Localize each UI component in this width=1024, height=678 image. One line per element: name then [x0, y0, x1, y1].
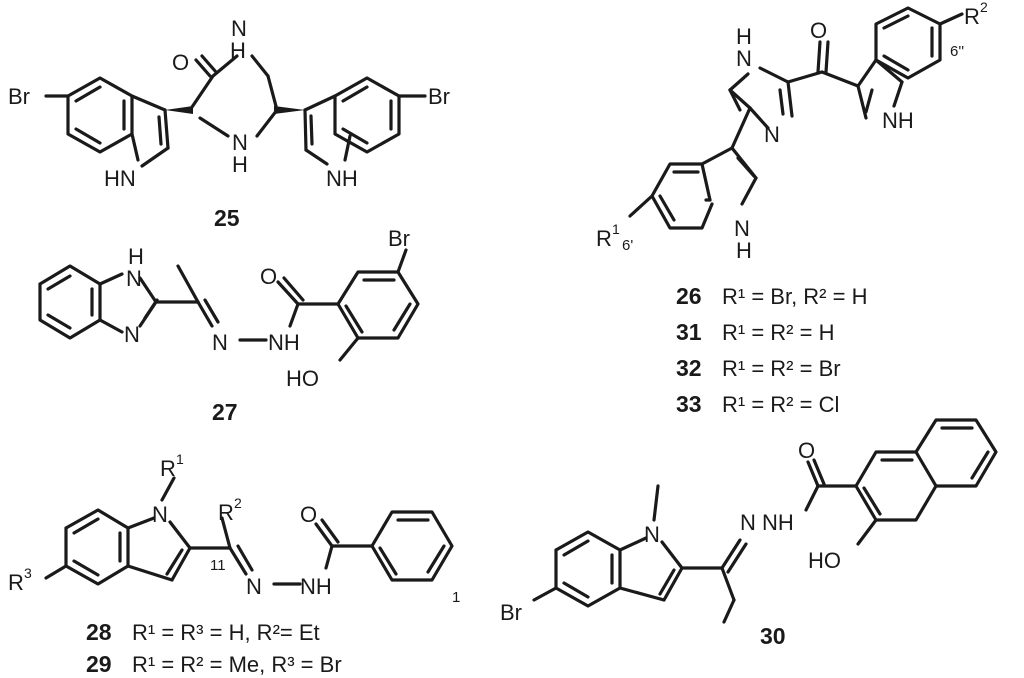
atom-o: O [798, 438, 815, 463]
atom-ho: HO [808, 548, 841, 573]
compound-number: 26 [676, 283, 702, 309]
position-label: 6' [622, 237, 633, 254]
atom-n: N [232, 130, 248, 155]
atom-h: H [736, 24, 752, 49]
atom-r: R [8, 570, 24, 595]
atom-o: O [300, 502, 317, 527]
compound-28-29-structure: R 1 N R 2 11 N NH O 1 R 3 [8, 451, 460, 606]
atom-br: Br [8, 84, 30, 109]
compound-26-structure: H N N O NH R 2 6'' N H R 1 6' [596, 0, 988, 263]
compound-number: 28 [86, 619, 112, 645]
atom-n: N [152, 502, 168, 527]
compound-description: R¹ = R² = Cl [722, 392, 839, 417]
compound-number: 25 [214, 205, 240, 231]
compound-description: R¹ = R² = Me, R³ = Br [132, 652, 342, 677]
atom-r: R [596, 226, 612, 251]
atom-o: O [260, 264, 277, 289]
atom-n: N [644, 522, 660, 547]
atom-nh: NH [268, 330, 300, 355]
superscript: 2 [980, 0, 988, 15]
atom-n: N [231, 16, 247, 41]
atom-nh: NH [882, 108, 914, 133]
atom-n: N [126, 266, 142, 291]
atom-h: H [128, 244, 144, 269]
atom-n: N [246, 574, 262, 599]
atom-nh: NH [326, 166, 358, 191]
atom-h: H [230, 38, 246, 63]
atom-n: N [764, 122, 780, 147]
atom-br: Br [428, 84, 450, 109]
compound-description: R¹ = R² = H [722, 320, 834, 345]
compound-description: R¹ = R² = Br [722, 356, 841, 381]
compound-number: 31 [676, 319, 702, 345]
compound-number: 30 [760, 623, 786, 649]
compound-number: 29 [86, 651, 112, 677]
atom-br: Br [500, 600, 522, 625]
atom-o: O [810, 18, 827, 43]
atom-r: R [218, 500, 234, 525]
compound-number: 32 [676, 355, 702, 381]
atom-n: N [212, 330, 228, 355]
compound-30-structure: Br N N NH O HO [500, 418, 998, 625]
atom-r: R [160, 456, 176, 481]
atom-hn: HN [104, 166, 136, 191]
atom-ho: HO [286, 366, 319, 391]
atom-n: N [740, 510, 756, 535]
atom-nh: NH [762, 510, 794, 535]
atom-br: Br [388, 226, 410, 251]
compound-27-structure: H N N N NH O Br HO [38, 226, 420, 391]
atom-n: N [734, 216, 750, 241]
atom-n: N [736, 46, 752, 71]
position-label: 11 [210, 557, 226, 574]
atom-o: O [172, 50, 189, 75]
position-label: 6'' [950, 43, 964, 60]
superscript: 1 [176, 451, 184, 467]
compound-description: R¹ = Br, R² = H [722, 284, 867, 309]
atom-nh: NH [300, 574, 332, 599]
compound-number: 33 [676, 391, 702, 417]
atom-h: H [736, 238, 752, 263]
position-label: 1 [452, 589, 460, 606]
atom-n: N [124, 322, 140, 347]
superscript: 3 [24, 565, 32, 581]
superscript: 2 [234, 495, 242, 511]
compound-25-structure: Br Br HN NH H N O N H [8, 16, 450, 191]
superscript: 1 [612, 221, 620, 237]
atom-h: H [232, 152, 248, 177]
compound-description: R¹ = R³ = H, R²= Et [132, 620, 320, 645]
compound-number: 27 [212, 399, 238, 425]
atom-r: R [964, 4, 980, 29]
